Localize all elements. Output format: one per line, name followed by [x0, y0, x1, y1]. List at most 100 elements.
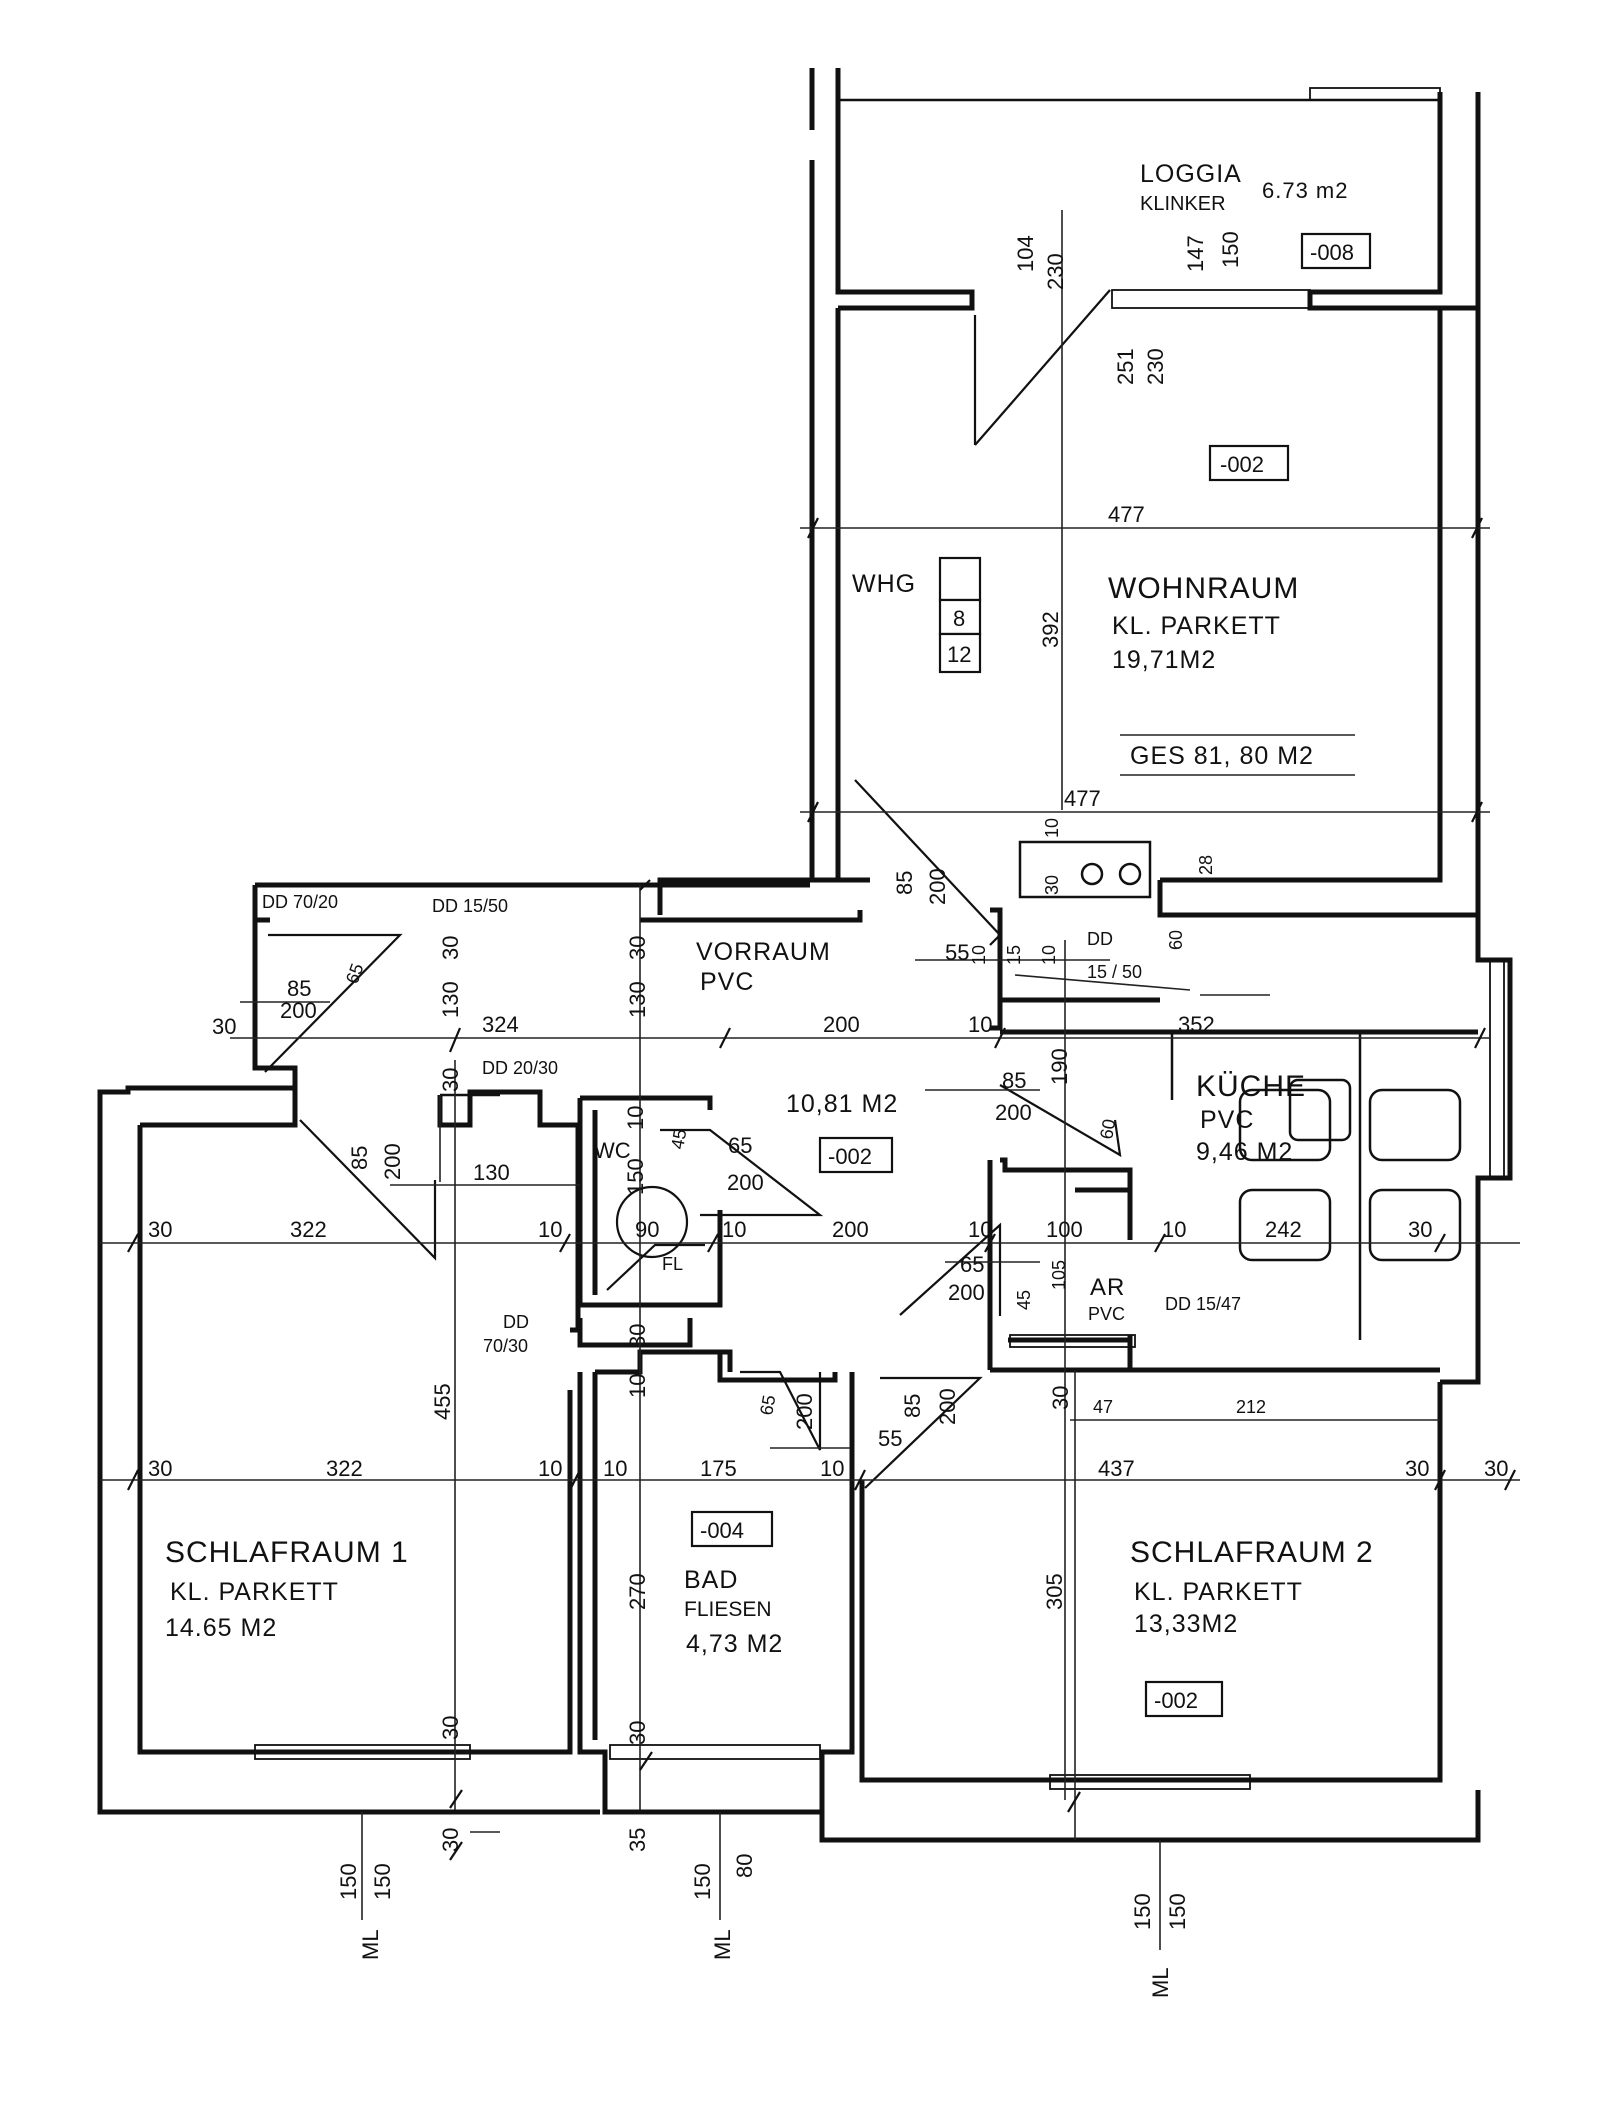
dimension-labels: 477 477 392 104 230 147 150 251 230 85 2…: [148, 231, 1508, 1852]
vorraum-code-box: [818, 1136, 894, 1174]
small-rooms: WC FL AR PVC: [594, 1138, 1125, 1324]
vorraum-floor: PVC: [700, 968, 754, 996]
plan-label-19: 55: [945, 940, 969, 965]
plan-label-88: 305: [1042, 1573, 1067, 1610]
plan-label-40: 10: [623, 1106, 648, 1130]
fl-label: FL: [662, 1254, 683, 1274]
plan-label-80: 10: [538, 1456, 562, 1481]
plan-label-73: 85: [900, 1394, 925, 1418]
plan-label-9: 477: [1064, 786, 1101, 811]
ar-floor: PVC: [1088, 1304, 1125, 1324]
plan-label-56: 10: [722, 1217, 746, 1242]
wohnraum-code-box: [1208, 444, 1290, 482]
schlafraum2-code: -002: [1154, 1688, 1198, 1713]
kueche-area: 9,46 M2: [1196, 1138, 1293, 1166]
ar-label: AR: [1090, 1274, 1125, 1301]
plan-label-59: 100: [1046, 1217, 1083, 1242]
loggia-name: LOGGIA: [1140, 160, 1242, 188]
plan-label-74: 200: [935, 1388, 960, 1425]
plan-label-71: 200: [792, 1393, 817, 1430]
plan-label-83: 10: [820, 1456, 844, 1481]
opening-labels: DD 70/20 DD 15/50 DD 20/30 DD 70/30 DD 1…: [262, 892, 1241, 1356]
loggia-code-box: [1300, 232, 1372, 270]
plan-label-35: 85: [287, 976, 311, 1001]
plan-label-3: DD: [503, 1312, 529, 1332]
plan-label-92: 35: [625, 1828, 650, 1852]
bad-area: 4,73 M2: [686, 1630, 783, 1658]
plan-label-48: 60: [1096, 1117, 1119, 1140]
plan-label-57: 200: [832, 1217, 869, 1242]
whg-top: 8: [953, 606, 965, 631]
plan-label-98: ML: [710, 1929, 735, 1960]
plan-label-93: 150: [336, 1863, 361, 1900]
plan-label-85: 30: [1405, 1456, 1429, 1481]
room-schlafraum1: SCHLAFRAUM 1 KL. PARKETT 14.65 M2: [165, 1536, 408, 1642]
plan-label-90: 30: [625, 1721, 650, 1745]
schlafraum2-code-box: [1144, 1680, 1224, 1718]
plan-label-41: 45: [667, 1127, 690, 1150]
room-bad: -004 BAD FLIESEN 4,73 M2: [684, 1510, 783, 1658]
plan-label-62: 30: [1408, 1217, 1432, 1242]
schlafraum2-area: 13,33M2: [1134, 1610, 1238, 1638]
plan-label-101: ML: [1148, 1967, 1173, 1998]
plan-label-96: 150: [690, 1863, 715, 1900]
plan-label-33: 30: [625, 936, 650, 960]
vorraum-area: 10,81 M2: [786, 1090, 898, 1118]
plan-label-53: 322: [290, 1217, 327, 1242]
plan-label-18: 200: [925, 868, 950, 905]
plan-label-17: 85: [892, 871, 917, 895]
plan-label-0: DD 70/20: [262, 892, 338, 912]
loggia-area: 6.73 m2: [1262, 178, 1349, 203]
wc-label: WC: [594, 1138, 631, 1163]
plan-label-63: 65: [960, 1252, 984, 1277]
plan-label-31: 30: [438, 936, 463, 960]
plan-label-94: 150: [370, 1863, 395, 1900]
plan-label-12: 230: [1043, 253, 1068, 290]
plan-label-55: 90: [635, 1217, 659, 1242]
plan-label-69: 10: [625, 1374, 650, 1398]
plan-label-7: DD 15/47: [1165, 1294, 1241, 1314]
plan-label-1: DD 15/50: [432, 896, 508, 916]
plan-label-46: 200: [995, 1100, 1032, 1125]
whg-marker: WHG 8 12: [852, 556, 982, 674]
room-wohnraum: -002 WOHNRAUM KL. PARKETT 19,71M2 GES 81…: [1108, 444, 1355, 776]
plan-label-67: 455: [430, 1383, 455, 1420]
plan-label-60: 10: [1162, 1217, 1186, 1242]
plan-label-8: 477: [1108, 502, 1145, 527]
plan-label-99: 150: [1130, 1893, 1155, 1930]
plan-label-37: 200: [280, 998, 317, 1023]
plan-label-34: 130: [625, 981, 650, 1018]
plan-label-64: 200: [948, 1280, 985, 1305]
plan-label-27: 324: [482, 1012, 519, 1037]
ml-markers: 150 150 ML 150 80 ML 150 150 ML: [336, 1812, 1190, 1998]
schlafraum2-name: SCHLAFRAUM 2: [1130, 1536, 1374, 1569]
room-vorraum: VORRAUM PVC 10,81 M2 -002: [696, 938, 898, 1174]
plan-label-81: 10: [603, 1456, 627, 1481]
plan-label-25: 28: [1196, 855, 1216, 875]
schlafraum2-floor: KL. PARKETT: [1134, 1578, 1303, 1606]
plan-label-66: 105: [1049, 1260, 1069, 1290]
plan-label-32: 130: [438, 981, 463, 1018]
plan-label-68: 30: [625, 1324, 650, 1348]
plan-label-23: 10: [1042, 818, 1062, 838]
plan-label-82: 175: [700, 1456, 737, 1481]
plan-label-13: 147: [1183, 235, 1208, 272]
plan-label-47: 190: [1047, 1048, 1072, 1085]
loggia-code: -008: [1310, 240, 1354, 265]
loggia-floor: KLINKER: [1140, 193, 1226, 215]
wohnraum-name: WOHNRAUM: [1108, 572, 1299, 605]
plan-label-42: 150: [623, 1158, 648, 1195]
plan-label-58: 10: [968, 1217, 992, 1242]
wohnraum-code: -002: [1220, 452, 1264, 477]
plan-label-76: 47: [1093, 1397, 1113, 1417]
plan-label-87: 270: [625, 1573, 650, 1610]
plan-label-5: DD: [1087, 929, 1113, 949]
plan-label-97: 80: [732, 1854, 757, 1878]
dimension-ticks: [127, 517, 1516, 1861]
plan-label-24: 30: [1042, 875, 1062, 895]
plan-label-39: 30: [438, 1068, 463, 1092]
wohnraum-floor: KL. PARKETT: [1112, 612, 1281, 640]
plan-label-30: 352: [1178, 1012, 1215, 1037]
plan-label-75: 30: [1048, 1386, 1073, 1410]
